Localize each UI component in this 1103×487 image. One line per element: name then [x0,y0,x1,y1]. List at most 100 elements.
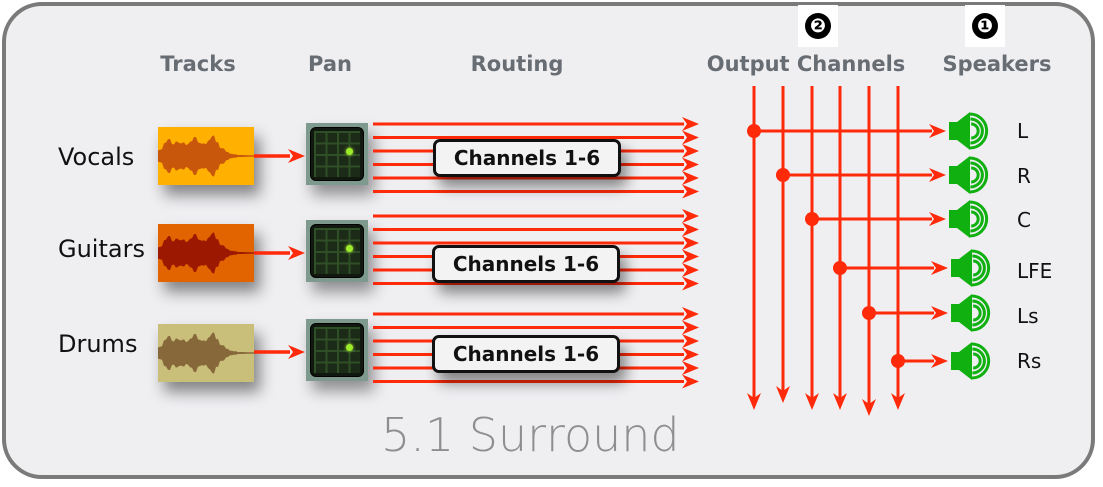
speaker-label-lfe: LFE [1017,259,1053,283]
output-channel-arrow [805,393,819,410]
waveform-vocals[interactable] [158,127,254,185]
track-label-guitars: Guitars [58,235,145,263]
pan-position-dot[interactable] [346,344,353,351]
sound-wave-icon [970,205,984,233]
waveform-graphic [158,332,254,374]
badge-2: ❷ [798,5,838,47]
speaker-feed-arrow [929,124,946,138]
sound-wave-icon [972,347,986,375]
speaker-feed-arrow [929,168,946,182]
header-routing: Routing [470,52,564,76]
sound-wave-icon [972,259,982,277]
speaker-icon [949,112,970,150]
speaker-label-rs: Rs [1017,349,1042,373]
sound-wave-icon [970,210,980,228]
sound-wave-icon [970,166,980,184]
routing-channel-arrow [682,209,699,223]
channel-tap-dot [891,354,905,368]
routing-box-guitars: Channels 1-6 [432,245,620,283]
routing-channel-arrow [682,184,699,199]
routing-channel-arrow [682,144,699,158]
pan-position-dot[interactable] [346,148,353,155]
sound-wave-icon [970,117,984,145]
output-channel-arrow [891,393,905,410]
speaker-feed-arrow [931,354,948,368]
sound-wave-icon [971,342,991,380]
speaker-label-c: C [1017,208,1031,232]
routing-channel-arrow [682,361,699,375]
routing-channel-arrow [682,374,699,389]
header-tracks: Tracks [160,52,236,76]
waveform-shape [158,135,254,177]
routing-channel-arrow [682,130,699,145]
speaker-label-r: R [1017,164,1031,188]
track-label-vocals: Vocals [58,143,135,171]
header-pan: Pan [308,52,352,76]
diagram-title: 5.1 Surround [381,408,680,462]
routing-channel-arrow [682,222,699,237]
routing-box-drums: Channels 1-6 [432,335,620,373]
speaker-feed-arrow [929,212,946,226]
routing-channel-arrow [682,249,699,264]
surround-panner-vocals[interactable] [306,123,368,185]
badge-1-number: ❶ [972,13,998,39]
header-output-channels: Output Channels [706,52,906,76]
speaker-icon [951,342,972,380]
channel-tap-dot [833,261,847,275]
routing-box-vocals: Channels 1-6 [433,139,621,177]
sound-wave-icon [969,200,989,238]
surround-panner-guitars[interactable] [306,220,368,282]
output-channel-arrow [862,399,876,416]
routing-channel-arrow [682,347,699,362]
routing-channel-arrow [682,171,699,185]
output-channel-arrow [747,393,761,410]
badge-2-number: ❷ [805,13,831,39]
sound-wave-icon [972,304,982,322]
waveform-graphic [158,135,254,177]
routing-channel-arrow [682,307,699,321]
speaker-icon [949,156,970,194]
sound-wave-icon [969,156,989,194]
sound-wave-icon [972,299,986,327]
output-channel-arrow [833,393,847,410]
routing-channel-arrow [682,263,699,277]
routing-channel-arrow [682,157,699,172]
badge-1: ❶ [965,5,1005,47]
waveform-drums[interactable] [158,324,254,382]
speaker-feed-arrow [931,306,948,320]
track-to-pan-arrow [288,149,305,163]
sound-wave-icon [971,249,991,287]
channel-tap-dot [805,212,819,226]
sound-wave-icon [970,161,984,189]
speaker-icon [949,200,970,238]
panner-screen [310,323,364,377]
routing-channel-arrow [682,236,699,250]
sound-wave-icon [972,254,986,282]
track-label-drums: Drums [58,330,138,358]
channel-tap-dot [747,124,761,138]
routing-channel-arrow [682,320,699,335]
pan-position-dot[interactable] [346,245,353,252]
header-speakers: Speakers [942,52,1052,76]
surround-panner-drums[interactable] [306,319,368,381]
output-channel-arrow [776,386,790,403]
waveform-shape [158,232,254,274]
sound-wave-icon [970,122,980,140]
sound-wave-icon [971,294,991,332]
panner-grid [314,327,360,373]
track-to-pan-arrow [288,345,305,359]
sound-wave-icon [972,352,982,370]
panner-screen [310,127,364,181]
speaker-label-l: L [1017,119,1029,143]
waveform-graphic [158,232,254,274]
routing-channel-arrow [682,334,699,348]
channel-tap-dot [862,306,876,320]
speaker-icon [951,294,972,332]
speaker-label-ls: Ls [1017,304,1039,328]
track-to-pan-arrow [288,246,305,260]
sound-wave-icon [969,112,989,150]
waveform-guitars[interactable] [158,224,254,282]
panner-screen [310,224,364,278]
channel-tap-dot [776,168,790,182]
